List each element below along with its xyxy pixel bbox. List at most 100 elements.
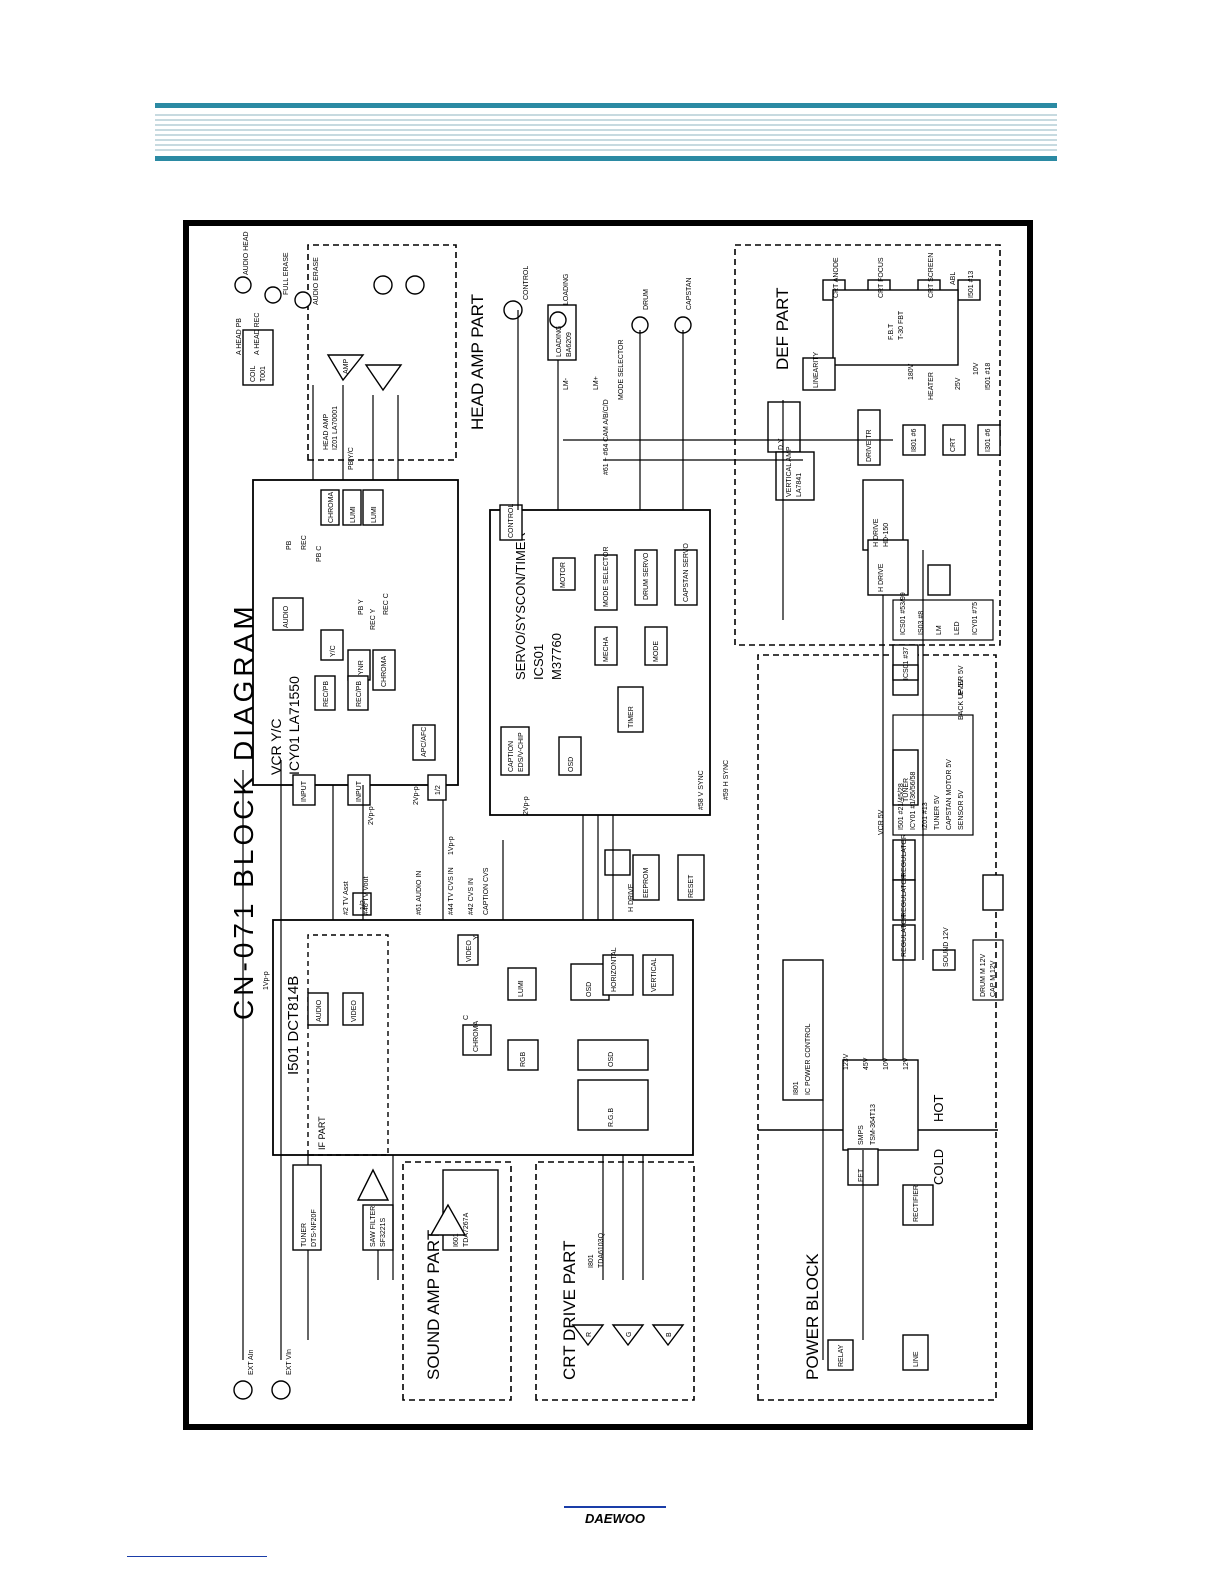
chroma-conv-label: CHROMA — [328, 492, 335, 523]
osd-sw-label: OSD — [608, 1052, 615, 1067]
cold-label: COLD — [931, 1149, 946, 1185]
daewoo-logo: DAEWOO — [560, 1504, 670, 1528]
osd-process-label: OSD — [586, 982, 593, 997]
drive-tr-label: DRIVE TR — [866, 429, 873, 462]
heater-label: HEATER — [928, 372, 935, 400]
abl-label: ABL — [950, 272, 957, 285]
audio-erase-label: AUDIO ERASE — [313, 257, 320, 305]
brand-name: DAEWOO — [585, 1511, 645, 1526]
ext-ain-label: EXT AIn — [248, 1349, 255, 1375]
vertical-drive-label: VERTICAL — [651, 958, 658, 992]
sound-ic-label: I601 — [453, 1233, 460, 1247]
caption-label: CAPTION — [508, 741, 515, 772]
sw-reg-out-2: IS03 #8 — [918, 611, 925, 635]
servo-label: SERVO/SYSCON/TIMER — [513, 532, 528, 680]
sig-pb-c: PB C — [316, 546, 323, 562]
crt-ic-part: TDA6103Q — [598, 1232, 605, 1268]
saw-filter-label: SAW FILTER — [370, 1206, 377, 1247]
loading-amp-label: LOADING — [556, 325, 563, 357]
tuner-part: DTS-NF20F — [311, 1209, 318, 1247]
half-divider-2: 1/2 — [360, 900, 367, 910]
head-amp-part-label: HEAD AMP PART — [468, 294, 487, 430]
rgb-matrix-label: RGB — [520, 1052, 527, 1068]
v25-label: 25V — [955, 377, 962, 390]
rgb-drive-out-label: R.G.B — [608, 1108, 615, 1127]
drum-list-2: CAP M 12V — [990, 960, 997, 997]
drum-list-1: DRUM M 12V — [980, 953, 987, 997]
yc-mix-label: Y/C — [330, 645, 337, 657]
regulator-2-label: REGULATOR — [901, 874, 908, 917]
sig-lm-plus: LM+ — [593, 376, 600, 390]
fet-label: FET — [858, 1168, 865, 1182]
crt-screen-label: CRT SCREEN — [928, 253, 935, 298]
sig-pb-y: PB Y — [358, 599, 365, 615]
smps-label: SMPS — [858, 1125, 865, 1145]
sig-1vpp: 1Vp-p — [263, 971, 270, 990]
sig-tv-asst: #2 TV Asst — [343, 881, 350, 915]
vertical-amp-label: VERTICAL AMP — [786, 446, 793, 497]
def-part-label: DEF PART — [773, 288, 792, 371]
sig-1vpp-b: 1Vp-p — [448, 836, 455, 855]
sw-reg-out-1: ICS01 #53/99 — [900, 592, 907, 635]
i801-6-label: I801 #6 — [911, 429, 918, 452]
crt-b-label: B — [666, 1332, 673, 1337]
audio-det-label: AUDIO — [316, 999, 323, 1022]
vcr-yc-ic: ICY01 LA71550 — [286, 676, 302, 775]
power-control-desc: IC POWER CONTROL — [805, 1023, 812, 1095]
sig-2vpp: 2Vp-p — [368, 806, 375, 825]
vcr5-list-6: SENSOR 5V — [958, 790, 965, 830]
sig-rec: REC — [301, 535, 308, 550]
drum-motor-label: DRUM — [643, 289, 650, 310]
rectifier-label: RECTIFIER — [913, 1185, 920, 1222]
amp-label: AMP — [343, 359, 350, 375]
dy-label: D.Y — [778, 438, 785, 450]
vcr5-list-3: IZ01 #13 — [922, 802, 929, 830]
loading-amp-part: BA6209 — [566, 332, 573, 357]
linearity-label: LINEARITY — [813, 351, 820, 388]
reset-ic-label: RESET — [688, 874, 695, 898]
servo-ic-part: M37760 — [549, 633, 564, 680]
eeprom-label: EEPROM — [643, 867, 650, 898]
v180-label: 180V — [908, 363, 915, 380]
loading-motor-label: LOADING — [563, 273, 570, 305]
hot-label: HOT — [931, 1095, 946, 1123]
h-drive-signal-label: H DRIVE — [628, 883, 635, 912]
input-select-1-label: INPUT — [301, 780, 308, 802]
mode-selector-label: MODE SELECTOR — [603, 546, 610, 607]
full-erase-label: FULL ERASE — [283, 252, 290, 295]
v10-label: 10V — [973, 362, 980, 375]
sig-cvs-in: #42 CVS IN — [468, 878, 475, 915]
crt-anode-label: CRT ANODE — [833, 257, 840, 298]
servo-ic: ICS01 — [531, 644, 546, 680]
apc-afc-label: APC/AFC — [421, 727, 428, 757]
sig-lm-minus: LM- — [563, 377, 570, 390]
vcr5-list-4: TUNER 5V — [934, 795, 941, 830]
video-sw-label: VIDEO — [466, 940, 473, 962]
coil-osc-label: COIL — [250, 366, 257, 382]
sound-amp-part-label: SOUND AMP PART — [424, 1230, 443, 1380]
vcr5-label: VCR 5V — [878, 809, 885, 835]
horizontal-drive-label: HORIZONTAL — [611, 947, 618, 992]
crt-ic-label: I801 — [588, 1254, 595, 1268]
sig-tv-vout: #46 TV Vout — [363, 877, 370, 915]
vcr5-list-1: I501 #21/45/28 — [898, 783, 905, 830]
head-amp-ic-label: HEAD AMP — [323, 413, 330, 450]
tuner-label: TUNER — [301, 1223, 308, 1247]
capstan-servo-label: CAPSTAN SERVO — [683, 543, 690, 602]
ext-vin-label: EXT VIn — [286, 1349, 293, 1375]
audio-process-box — [272, 597, 304, 631]
vertical-amp-part: LA7841 — [796, 473, 803, 497]
line-filter-label: LINE — [913, 1351, 920, 1367]
header-band — [155, 103, 1057, 161]
caption-process-label: EDS/V-CHIP — [518, 732, 525, 772]
control-amp-label: CONTROL — [508, 504, 515, 538]
mode-control-label: MODE — [653, 641, 660, 662]
ever5-label: EVER 5V — [958, 665, 965, 695]
capstan-motor-label: CAPSTAN — [686, 277, 693, 310]
sig-c: C — [463, 1015, 470, 1020]
sound12-label: SOUND 12V — [943, 927, 950, 967]
a-head-pb-label: A HEAD PB — [236, 318, 243, 355]
crt-heater-label: CRT — [950, 437, 957, 452]
tv-ic-label: I501 DCT814B — [285, 976, 302, 1075]
v10b-label: 10V — [883, 1057, 890, 1070]
